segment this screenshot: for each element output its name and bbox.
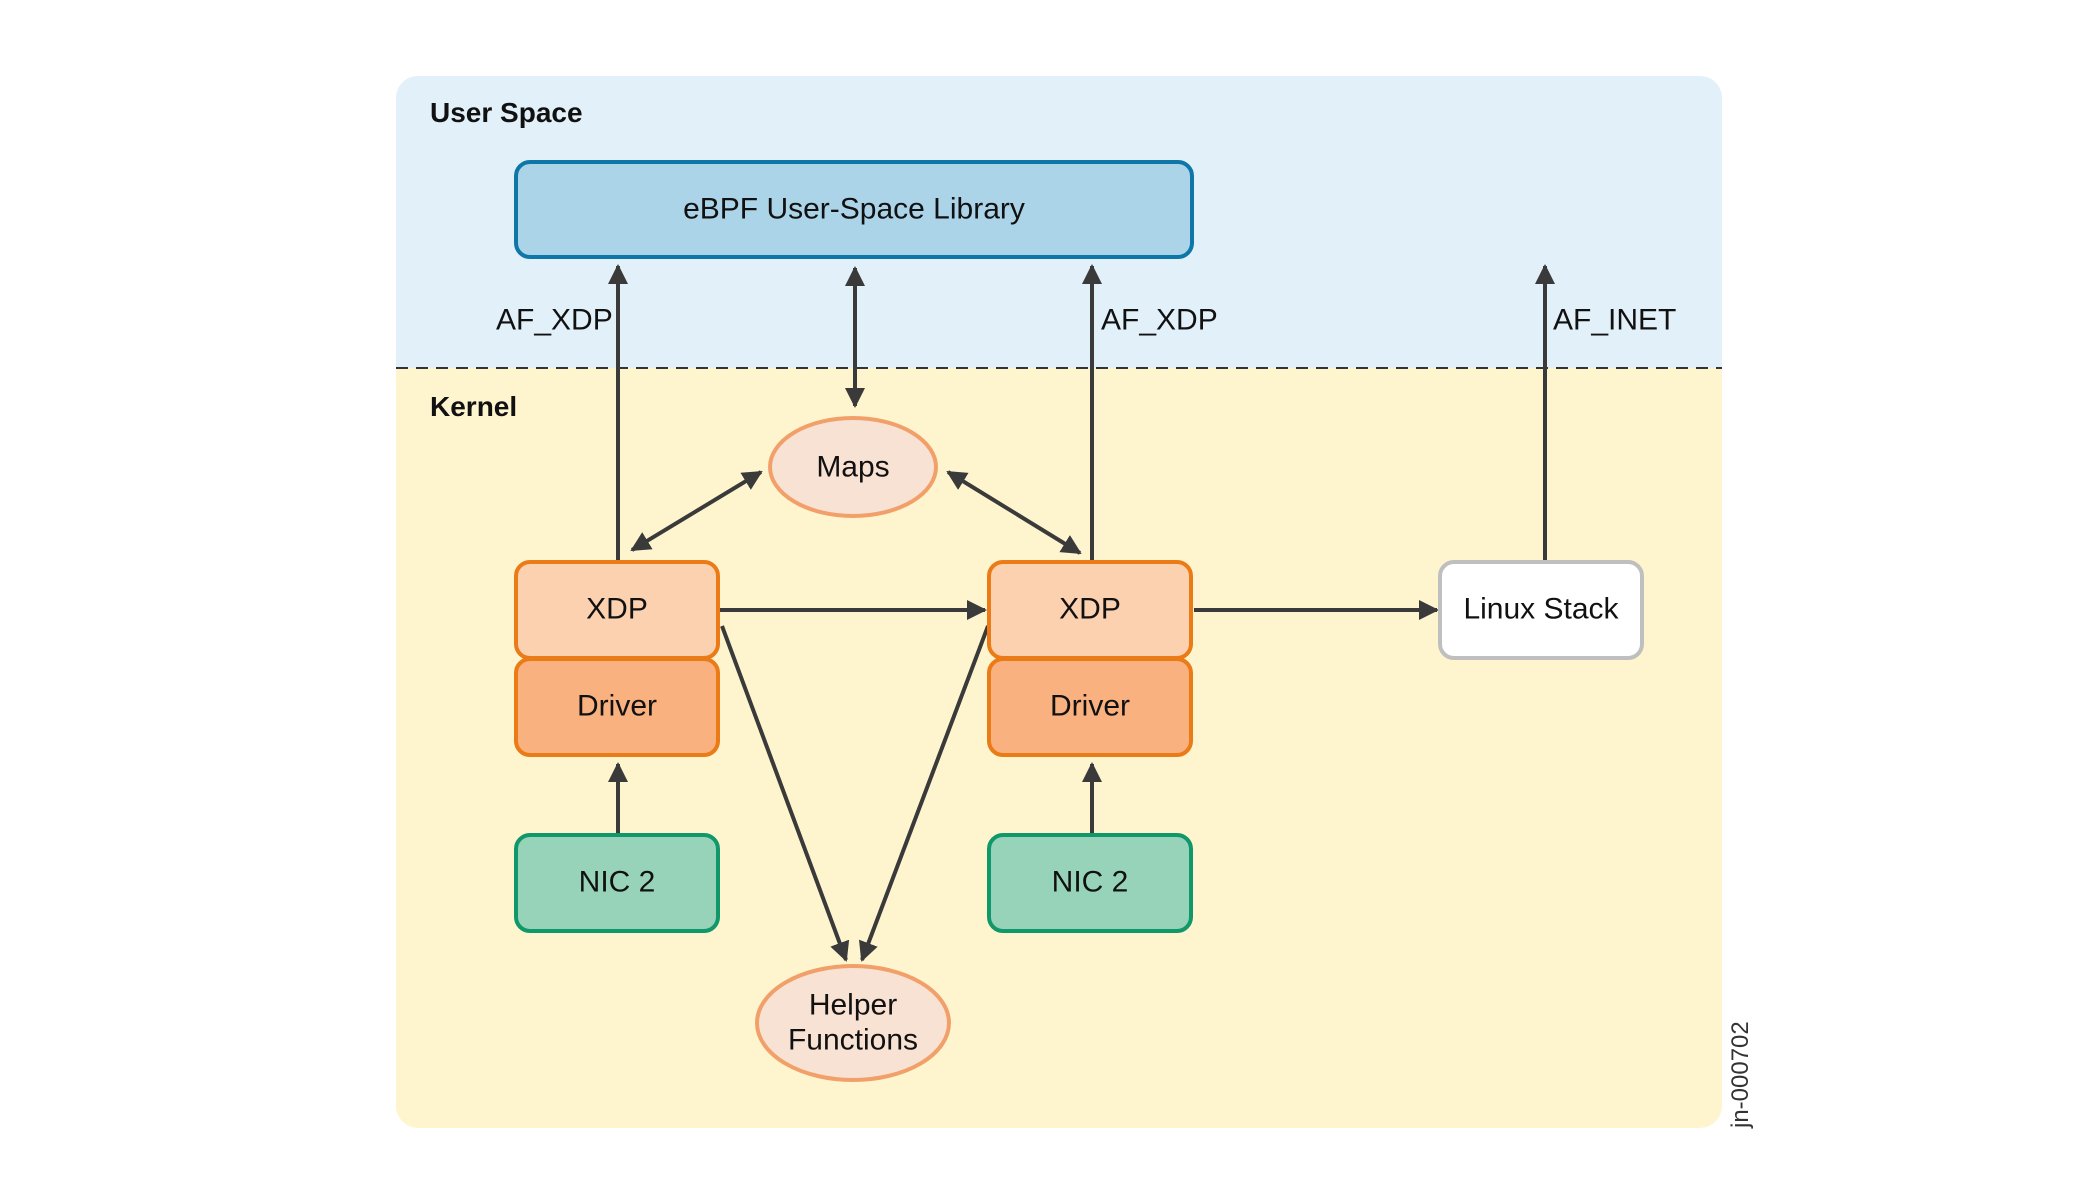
driver-left-node: Driver	[514, 657, 720, 757]
xdp-right-node: XDP	[987, 560, 1193, 660]
driver-right-node: Driver	[987, 657, 1193, 757]
kernel-label: Kernel	[430, 391, 517, 422]
nic-right-node: NIC 2	[987, 833, 1193, 933]
edge-label-af-xdp-right: AF_XDP	[1101, 304, 1218, 337]
helper-functions-label-line2: Functions	[788, 1024, 918, 1057]
ebpf-user-space-library-label: eBPF User-Space Library	[683, 193, 1025, 226]
edge-xdp-left-maps	[630, 470, 763, 552]
user-space-label: User Space	[430, 97, 583, 128]
nic-left-label: NIC 2	[579, 866, 656, 899]
edge-xdp-left-to-helper	[720, 625, 850, 962]
driver-left-label: Driver	[577, 690, 657, 723]
edge-xdp-right-maps	[946, 470, 1082, 555]
driver-right-label: Driver	[1050, 690, 1130, 723]
helper-functions-label-line1: Helper	[809, 989, 897, 1022]
figure-id: jn-000702	[1727, 1021, 1754, 1129]
edge-label-af-inet: AF_INET	[1553, 304, 1676, 337]
edges	[608, 264, 1555, 962]
ebpf-user-space-library-node: eBPF User-Space Library	[514, 160, 1194, 259]
xdp-left-node: XDP	[514, 560, 720, 660]
helper-functions-node: Helper Functions	[755, 964, 951, 1082]
maps-label: Maps	[816, 451, 889, 484]
edge-xdp-right-to-helper	[858, 625, 990, 962]
linux-stack-node: Linux Stack	[1438, 560, 1644, 660]
xdp-right-label: XDP	[1059, 593, 1121, 626]
nic-right-label: NIC 2	[1052, 866, 1129, 899]
nic-left-node: NIC 2	[514, 833, 720, 933]
edge-label-af-xdp-left: AF_XDP	[496, 304, 613, 337]
xdp-left-label: XDP	[586, 593, 648, 626]
maps-node: Maps	[768, 416, 938, 518]
linux-stack-label: Linux Stack	[1463, 593, 1619, 626]
